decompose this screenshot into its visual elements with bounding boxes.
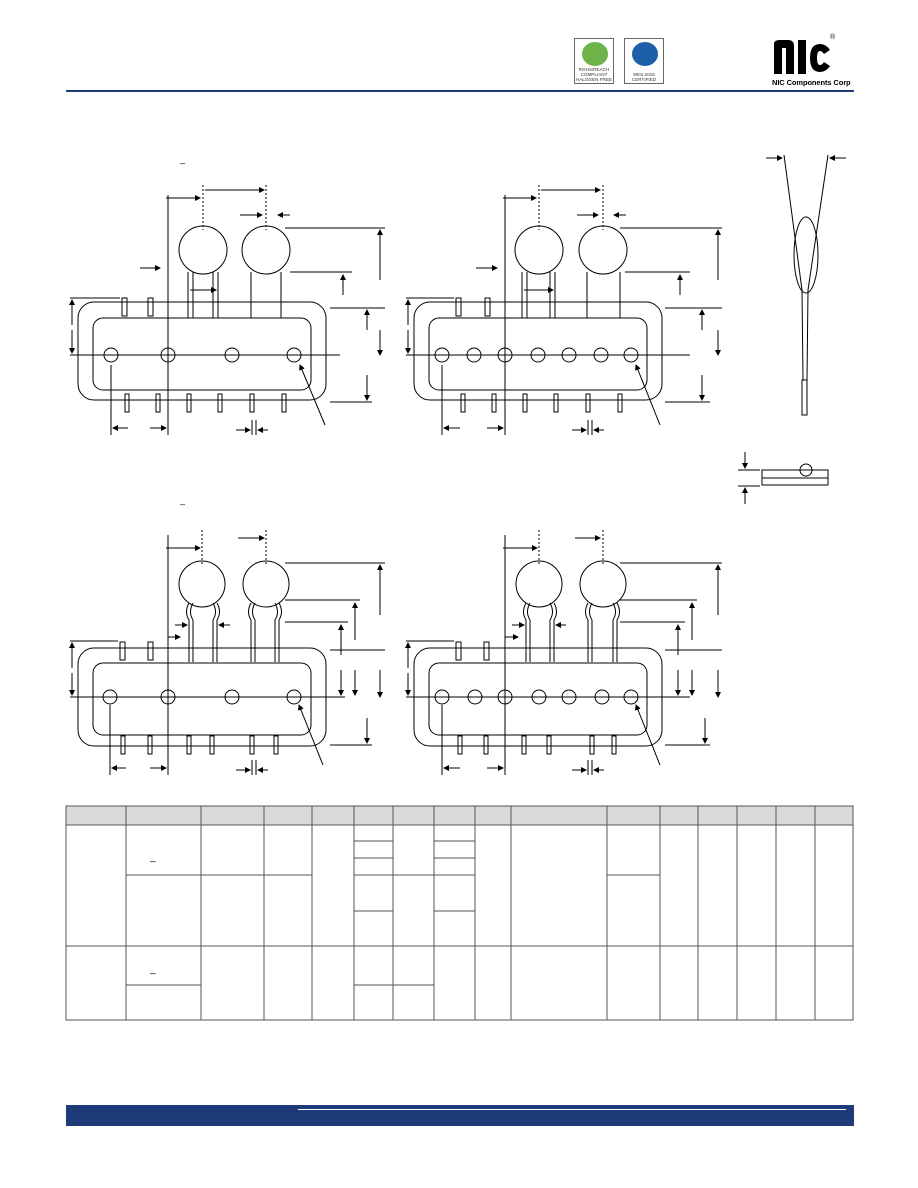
company-logo: ® NIC Components Corp (772, 34, 851, 87)
footer-bar (66, 1105, 854, 1126)
drawing-mark: _ (179, 154, 186, 164)
iso-certification-icon (632, 42, 658, 66)
registered-mark: ® (830, 34, 836, 41)
three-lead-straight-view (405, 185, 722, 435)
two-lead-kinked-view (69, 530, 385, 775)
badge-line: COMPLIANT (580, 72, 608, 77)
two-lead-straight-view (69, 185, 385, 435)
rohs-badge: ROHS/REACH COMPLIANT HALOGEN FREE (574, 38, 614, 84)
three-lead-kinked-view (405, 530, 722, 775)
iso-badge: 9001:2015 CERTIFIED (624, 38, 664, 84)
rohs-recycle-icon (582, 42, 608, 66)
company-name: NIC Components Corp (772, 78, 851, 87)
tape-thickness-view (738, 452, 829, 504)
side-profile-view (766, 154, 846, 416)
table-mark: _ (149, 964, 156, 975)
footer-line (298, 1109, 846, 1110)
specification-table: _ _ (65, 805, 854, 1021)
drawing-mark: _ (179, 495, 186, 505)
nic-logo-icon (774, 40, 830, 74)
mechanical-drawings: _ _ (69, 154, 846, 775)
badge-line: HALOGEN FREE (576, 77, 612, 82)
header-rule (66, 90, 854, 92)
badge-line: 9001:2015 (633, 72, 655, 77)
badge-line: CERTIFIED (631, 77, 657, 82)
badge-line: ROHS/REACH (578, 67, 610, 72)
table-mark: _ (149, 852, 156, 863)
